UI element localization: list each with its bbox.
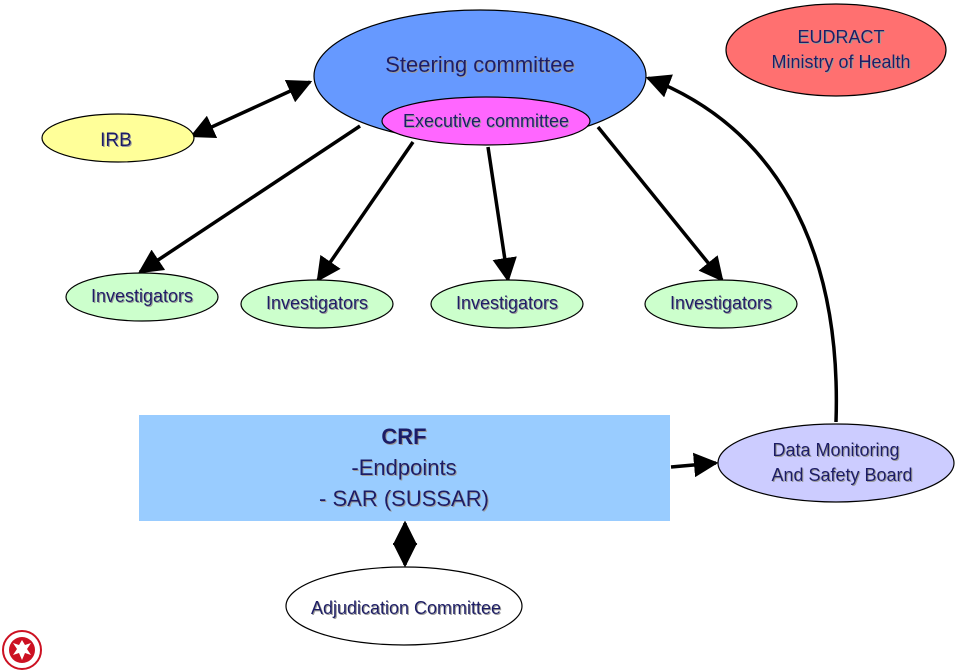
- investigators-node-3: Investigators: [430, 279, 584, 329]
- edge-dmsb-steering: [645, 74, 839, 423]
- investigators-label: Investigators: [266, 293, 368, 313]
- dmsb-node: Data Monitoring And Safety Board: [717, 423, 955, 503]
- eagle-crest-icon: [2, 630, 42, 670]
- edges: [137, 74, 839, 568]
- adjudication-label: Adjudication Committee: [311, 598, 501, 618]
- crest-eagle: [13, 640, 31, 660]
- crf-node: CRF -Endpoints - SAR (SUSSAR): [139, 415, 670, 521]
- irb-shape: [41, 113, 195, 163]
- irb-node: IRB: [41, 113, 195, 163]
- adjudication-node: Adjudication Committee: [285, 566, 523, 646]
- investigators-label: Investigators: [91, 286, 193, 306]
- investigators-label: Investigators: [456, 293, 558, 313]
- dmsb-sublabel: And Safety Board: [771, 465, 912, 485]
- investigators-shape: [65, 272, 219, 322]
- edge-steering-investigators-3: [486, 146, 517, 283]
- edge-steering-investigators-2: [316, 141, 415, 283]
- investigators-node-4: Investigators: [644, 279, 798, 329]
- crf-title: CRF: [381, 424, 426, 449]
- dmsb-shape: [717, 423, 955, 503]
- crf-endpoints: -Endpoints: [351, 455, 456, 480]
- steering-committee-label: Steering committee: [385, 52, 575, 77]
- eudract-label: EUDRACT: [797, 27, 884, 47]
- investigators-shape: [240, 279, 394, 329]
- executive-committee-node: Executive committee: [381, 96, 591, 146]
- investigators-node-2: Investigators: [240, 279, 394, 329]
- investigators-shape: [644, 279, 798, 329]
- edge-steering-investigators-4: [596, 125, 724, 282]
- executive-committee-label: Executive committee: [403, 111, 569, 131]
- eudract-shape: [725, 3, 947, 97]
- adjudication-shape: [285, 566, 523, 646]
- investigators-node-1: Investigators: [65, 272, 219, 322]
- crf-sar: - SAR (SUSSAR): [319, 486, 489, 511]
- edge-steering-irb: [189, 80, 313, 138]
- eudract-node: EUDRACT Ministry of Health: [725, 3, 947, 97]
- investigators-label: Investigators: [670, 293, 772, 313]
- crf-shape: [139, 415, 670, 521]
- dmsb-label: Data Monitoring: [772, 440, 899, 460]
- irb-label: IRB: [100, 130, 132, 151]
- eudract-sublabel: Ministry of Health: [771, 52, 910, 72]
- executive-committee-shape: [381, 96, 591, 146]
- investigators-shape: [430, 279, 584, 329]
- edge-steering-investigators-1: [137, 124, 361, 274]
- edge-crf-dmsb: [670, 452, 719, 478]
